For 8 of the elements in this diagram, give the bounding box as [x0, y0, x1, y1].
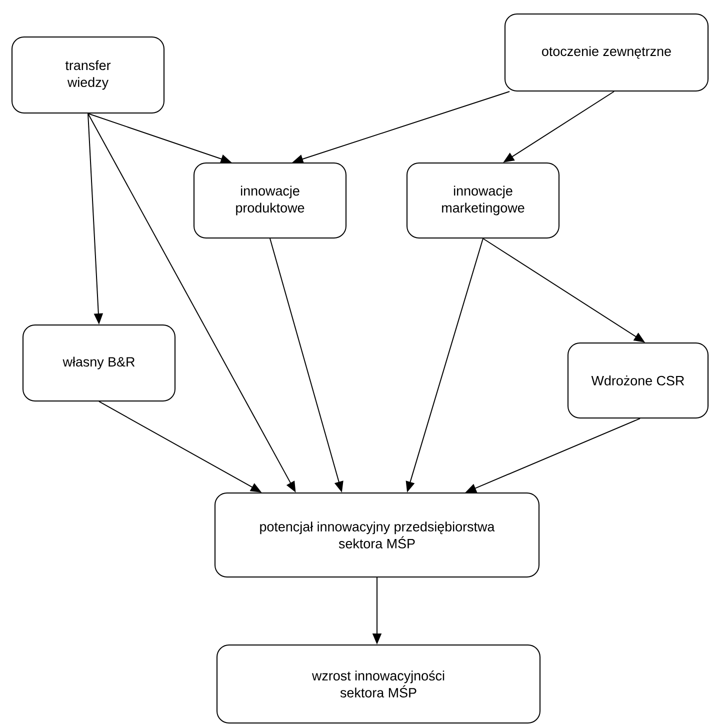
- process-box: innowacje produktowe: [194, 162, 346, 238]
- process-box: potencjał innowacyjny przedsiębiorstwa sektora MŚP: [214, 492, 540, 578]
- process-box: Wdrożone CSR: [568, 342, 708, 418]
- process-box: otoczenie zewnętrzne: [504, 14, 708, 92]
- process-box: innowacje marketingowe: [406, 162, 560, 238]
- process-box: transfer wiedzy: [12, 36, 164, 114]
- process-box: wzrost innowacyjności sektora MŚP: [216, 644, 540, 724]
- process-box: własny B&R: [22, 324, 176, 402]
